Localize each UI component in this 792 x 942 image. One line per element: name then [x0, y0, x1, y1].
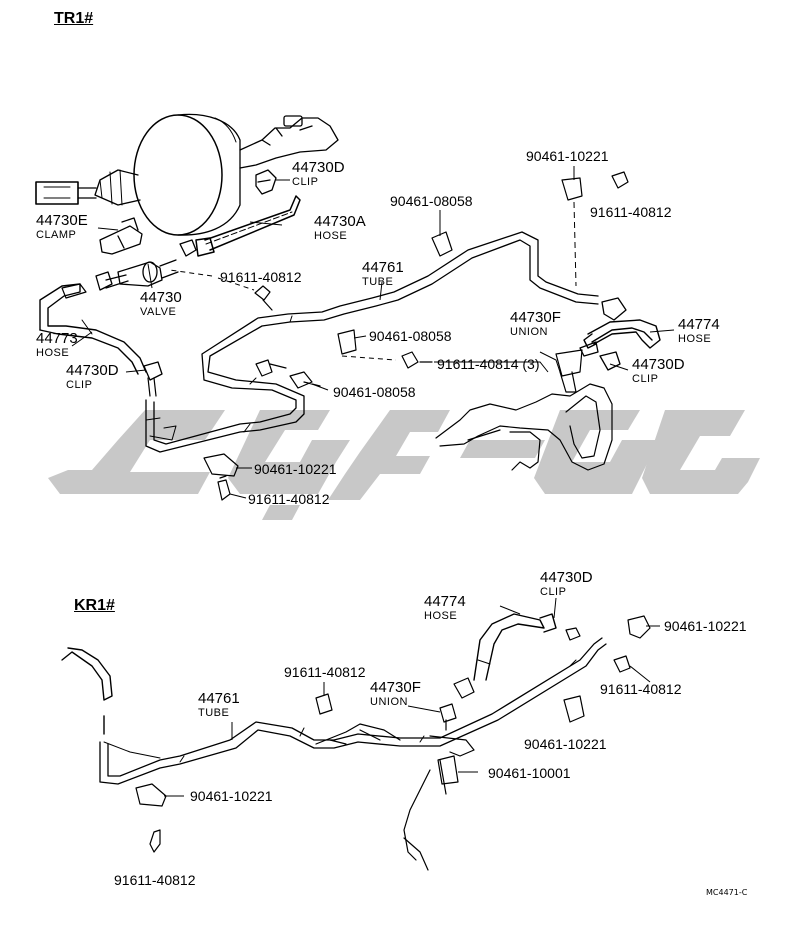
- kr1-hose-44774: [473, 613, 557, 681]
- callout-union-tr: UNION: [510, 326, 548, 338]
- section-title-tr1: TR1#: [54, 10, 94, 27]
- callout-clip-left: CLIP: [66, 379, 93, 391]
- right-hose-44774-tr1: [583, 319, 661, 349]
- callout-44761-tr: 44761: [362, 259, 404, 276]
- watermark-logo: [48, 410, 760, 520]
- kr1-vacuum-tube-44761: [99, 637, 607, 785]
- tr1-body-panel: [435, 349, 613, 471]
- callout-hose-773: HOSE: [36, 347, 70, 359]
- callout-44773: 44773: [36, 330, 78, 347]
- callout-44730f-kr: 44730F: [370, 679, 421, 696]
- callout-44730: 44730: [140, 289, 182, 306]
- callout-91611-40814: 91611-40814 (3): [437, 356, 540, 372]
- section-title-kr1: KR1#: [74, 597, 115, 614]
- callout-91611-40812-kr-left: 91611-40812: [114, 872, 196, 888]
- kr1-body-panel: [315, 723, 475, 871]
- kr1-hose-left: [61, 647, 113, 735]
- callout-44761-kr: 44761: [198, 690, 240, 707]
- callout-hose-774-tr: HOSE: [678, 333, 712, 345]
- check-valve: [105, 259, 179, 289]
- callout-90461-10221-top: 90461-10221: [526, 148, 609, 164]
- callout-tube-tr: TUBE: [362, 276, 394, 288]
- callout-91611-40812-kr-right: 91611-40812: [600, 681, 682, 697]
- callout-91611-40812-a: 91611-40812: [220, 269, 302, 285]
- callout-44730f-tr: 44730F: [510, 309, 561, 326]
- callout-90461-10221-kr-left: 90461-10221: [190, 788, 273, 804]
- callout-tube-kr: TUBE: [198, 707, 230, 719]
- callout-90461-10221-mid: 90461-10221: [254, 461, 337, 477]
- callout-44730e: 44730E: [36, 212, 88, 229]
- drawing-code: MC4471-C: [706, 888, 748, 897]
- callout-clip-right: CLIP: [632, 373, 659, 385]
- callout-90461-10221-kr-mid: 90461-10221: [524, 736, 607, 752]
- callout-44730d-left: 44730D: [66, 362, 119, 379]
- booster-vacuum-hose: [195, 195, 301, 257]
- callout-91611-40812-c: 91611-40812: [248, 491, 330, 507]
- left-hose-44773: [39, 283, 157, 397]
- callout-clamp: CLAMP: [36, 229, 77, 241]
- callout-hose-774-kr: HOSE: [424, 610, 458, 622]
- clamp-and-clips: [95, 169, 627, 381]
- callout-90461-10221-kr-right: 90461-10221: [664, 618, 747, 634]
- callout-90461-08058-b: 90461-08058: [369, 328, 452, 344]
- brake-booster: [35, 113, 339, 236]
- leader-lines: [71, 166, 675, 797]
- callout-44730d-top: 44730D: [292, 159, 345, 176]
- kr1-bolts-and-clips: [135, 615, 651, 853]
- tr1-vacuum-tube-44761: [145, 231, 599, 453]
- callout-valve: VALVE: [140, 306, 177, 318]
- callout-44730a: 44730A: [314, 213, 366, 230]
- callout-44774-kr: 44774: [424, 593, 466, 610]
- callout-91611-40812-kr-mid: 91611-40812: [284, 664, 366, 680]
- callout-91611-40812-b: 91611-40812: [590, 204, 672, 220]
- callout-90461-10001: 90461-10001: [488, 765, 571, 781]
- callout-90461-08058-a: 90461-08058: [390, 193, 473, 209]
- callout-44774-tr: 44774: [678, 316, 720, 333]
- callout-44730d-right: 44730D: [632, 356, 685, 373]
- callout-hose-a: HOSE: [314, 230, 348, 242]
- callout-clip-top: CLIP: [292, 176, 319, 188]
- callout-90461-08058-c: 90461-08058: [333, 384, 416, 400]
- callout-clip-kr: CLIP: [540, 586, 567, 598]
- callout-44730d-kr: 44730D: [540, 569, 593, 586]
- callout-union-kr: UNION: [370, 696, 408, 708]
